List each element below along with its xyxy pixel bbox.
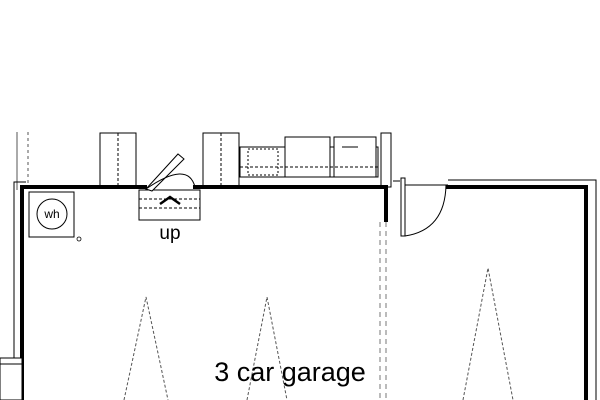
laundry-door — [145, 153, 196, 192]
top-cabinets — [99, 132, 240, 188]
drain-icon — [76, 236, 82, 242]
dryer — [333, 136, 377, 178]
up-arrow-icon — [159, 195, 181, 206]
water-heater: wh — [28, 191, 82, 242]
stair-landing — [138, 189, 201, 221]
room-label: 3 car garage — [214, 357, 366, 387]
laundry-appliances — [239, 136, 379, 178]
stair — [138, 189, 201, 221]
dashed-partition — [379, 222, 387, 400]
garage-walls — [20, 185, 588, 400]
washer — [284, 136, 331, 178]
left-wall-notch — [0, 357, 23, 400]
door-opener-tracks — [123, 267, 514, 400]
garage-walls-outer — [13, 179, 597, 400]
upper-left-walls — [16, 132, 29, 190]
water-heater-label: wh — [43, 207, 59, 221]
entry-door — [400, 177, 448, 237]
opener-track-1 — [123, 296, 169, 400]
door-wall-piece — [380, 132, 392, 188]
stair-label: up — [159, 223, 180, 244]
sink — [247, 148, 279, 176]
water-heater-circle — [36, 198, 68, 230]
